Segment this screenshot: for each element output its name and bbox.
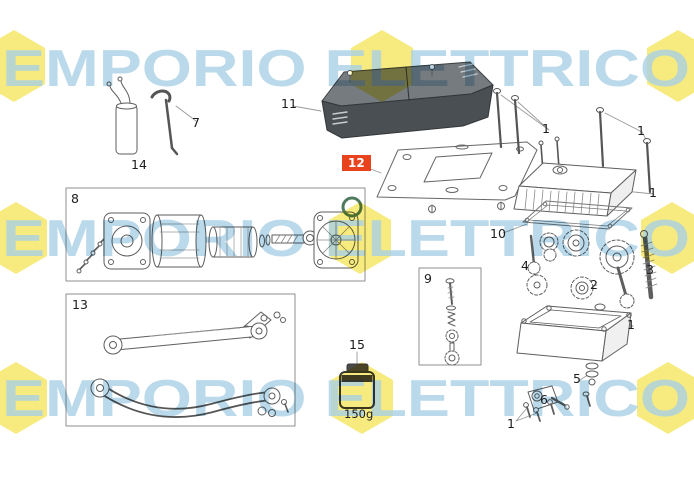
part-label-1: 1 bbox=[542, 121, 550, 136]
gearbox-housing bbox=[513, 162, 637, 217]
part-label-1: 1 bbox=[649, 185, 657, 200]
part-label-7: 7 bbox=[192, 115, 200, 130]
part-label-1: 1 bbox=[637, 123, 645, 138]
part-label-1: 1 bbox=[627, 317, 635, 332]
release-key-part-7 bbox=[150, 89, 179, 156]
screws-part-1 bbox=[493, 88, 652, 194]
lower-housing bbox=[516, 305, 632, 362]
part-label-14: 14 bbox=[131, 157, 147, 172]
part-label-9: 9 bbox=[424, 271, 432, 286]
part-label-13: 13 bbox=[72, 297, 88, 312]
box-13-frame bbox=[65, 293, 296, 427]
part-label-12-highlighted: 12 bbox=[342, 155, 371, 171]
part-label-6: 6 bbox=[540, 392, 548, 407]
mounting-plate-part-12 bbox=[376, 141, 538, 214]
cover-vents bbox=[332, 63, 478, 125]
part-label-11: 11 bbox=[281, 96, 297, 111]
grease-weight-label: 150g bbox=[344, 407, 374, 421]
plate-nuts bbox=[428, 201, 505, 214]
part-label-2: 2 bbox=[590, 277, 598, 292]
gear-train-parts-2-4 bbox=[526, 229, 635, 311]
small-parts-9 bbox=[444, 278, 460, 366]
part-label-4: 4 bbox=[521, 258, 529, 273]
part-label-8: 8 bbox=[71, 191, 79, 206]
part-label-1: 1 bbox=[507, 416, 515, 431]
part-label-5: 5 bbox=[573, 371, 581, 386]
capacitor-part-14 bbox=[106, 76, 138, 155]
gasket-part-10 bbox=[522, 200, 633, 230]
part-label-3: 3 bbox=[646, 262, 654, 277]
release-parts-5-6 bbox=[523, 362, 599, 422]
part-label-10: 10 bbox=[490, 226, 506, 241]
part-label-15: 15 bbox=[349, 337, 365, 352]
arm-assembly-13 bbox=[90, 311, 289, 418]
